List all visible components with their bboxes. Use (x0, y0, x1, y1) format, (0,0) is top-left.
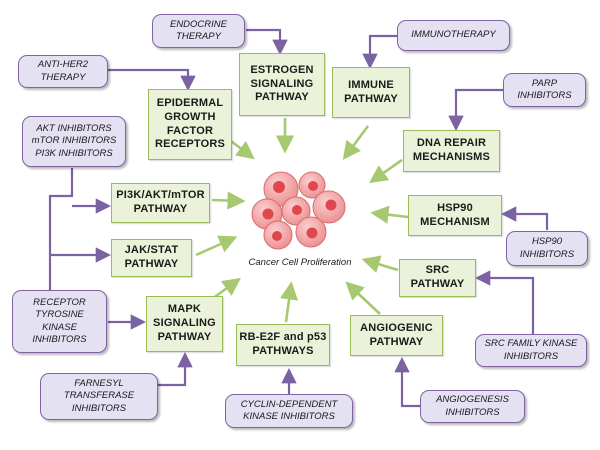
anti-her2-therapy-box: ANTI-HER2 THERAPY (18, 55, 108, 88)
connector-farnesyl-to-mapk (158, 351, 193, 387)
receptor-tyrosine-kinase-inhibitors-box: RECEPTOR TYROSINE KINASE INHIBITORS (12, 290, 107, 353)
connector-hsp90-to-mechanism (500, 206, 549, 230)
cyclin-dependent-kinase-inhibitors-box: CYCLIN-DEPENDENT KINASE INHIBITORS (225, 394, 353, 428)
endocrine-therapy-box: ENDOCRINE THERAPY (152, 14, 245, 48)
parp-inhibitors-box: PARP INHIBITORS (503, 73, 586, 107)
arrow-src-to-center (361, 255, 399, 273)
dna-repair-box: DNA REPAIR MECHANISMS (403, 130, 500, 172)
cell-nuclei (262, 181, 337, 241)
hsp90-mechanism-box: HSP90 MECHANISM (408, 195, 502, 236)
estrogen-signaling-pathway-box: ESTROGEN SIGNALING PATHWAY (239, 53, 325, 116)
connector-parp-to-dna (448, 88, 503, 132)
connector-endocrine-to-estrogen (246, 28, 288, 56)
immune-pathway-box: IMMUNE PATHWAY (332, 67, 410, 118)
connector-antiher2-to-egfr (108, 68, 196, 92)
arrow-jakstat-to-center (195, 235, 238, 257)
immunotherapy-box: IMMUNOTHERAPY (397, 20, 510, 51)
akt-mtor-pi3k-inhibitors-box: AKT INHIBITORS mTOR INHIBITORS PI3K INHI… (22, 116, 126, 167)
src-family-kinase-inhibitors-box: SRC FAMILY KINASE INHIBITORS (475, 334, 587, 367)
jak-stat-pathway-box: JAK/STAT PATHWAY (111, 239, 192, 277)
angiogenesis-inhibitors-box: ANGIOGENESIS INHIBITORS (420, 390, 525, 423)
arrow-rb-to-center (280, 281, 299, 323)
arrow-immune-to-center (342, 125, 370, 160)
arrow-dna-to-center (369, 158, 403, 184)
arrow-pi3k-to-center (211, 191, 246, 210)
src-pathway-box: SRC PATHWAY (399, 259, 476, 297)
rb-e2f-p53-pathways-box: RB-E2F and p53 PATHWAYS (236, 324, 330, 366)
arrow-angiogenic-to-center (345, 281, 381, 315)
hsp90-inhibitors-box: HSP90 INHIBITORS (506, 231, 588, 266)
connector-angiogenesis-to-angiogenic (394, 356, 420, 408)
pi3k-akt-mtor-pathway-box: PI3K/AKT/mTOR PATHWAY (111, 183, 210, 223)
farnesyl-transferase-inhibitors-box: FARNESYL TRANSFERASE INHIBITORS (40, 373, 158, 420)
cancer-cell-proliferation-label: Cancer Cell Proliferation (248, 257, 352, 268)
angiogenic-pathway-box: ANGIOGENIC PATHWAY (350, 315, 443, 356)
egfr-box: EPIDERMAL GROWTH FACTOR RECEPTORS (148, 89, 232, 160)
mapk-signaling-pathway-box: MAPK SIGNALING PATHWAY (146, 296, 223, 352)
arrow-hsp90-to-center (370, 205, 409, 224)
connector-immunotherapy-to-immune (362, 34, 397, 70)
connector-src-family-to-src (474, 270, 535, 334)
